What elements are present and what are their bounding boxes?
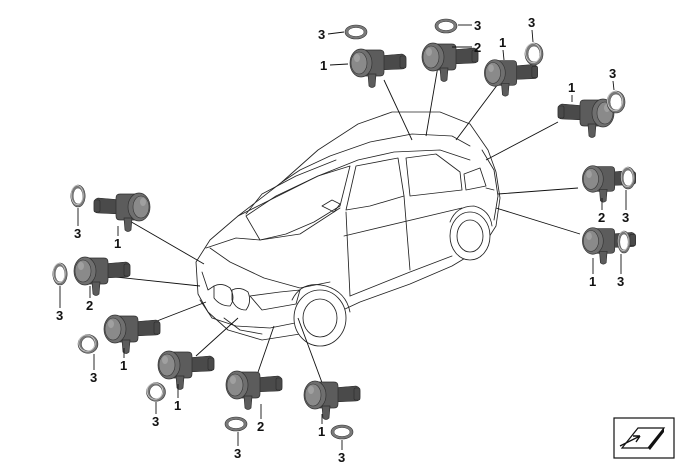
ring-rear-low (617, 230, 631, 254)
callout-label: 1 (174, 398, 181, 413)
callout-label: 3 (234, 446, 241, 461)
callout-label: 3 (74, 226, 81, 241)
callout-label: 3 (318, 27, 325, 42)
ring-top-center (434, 18, 458, 34)
sensor-top-right (483, 59, 539, 97)
callout-label: 2 (257, 419, 264, 434)
sensor-front-left-mid (73, 256, 131, 296)
callout-label: 3 (528, 15, 535, 30)
ring-rear-upper (606, 90, 626, 114)
callout-label: 1 (568, 80, 575, 95)
callout-label: 3 (90, 370, 97, 385)
callout-label: 3 (609, 66, 616, 81)
ring-top-left (344, 24, 368, 40)
sensor-front-center-left (157, 350, 215, 390)
sensor-top-left (349, 48, 407, 88)
ring-front-center-left (146, 382, 166, 402)
callout-labels: 3 1 3 2 1 3 1 3 2 3 1 3 3 1 2 3 1 3 (56, 15, 629, 462)
ring-front-right (330, 424, 354, 440)
callout-label: 3 (622, 210, 629, 225)
callout-label: 2 (598, 210, 605, 225)
sensor-top-center (421, 42, 479, 82)
sensor-front-left-upper (93, 192, 151, 232)
car-outline (195, 111, 501, 347)
callout-label: 3 (152, 414, 159, 429)
ring-front-left-upper (70, 184, 86, 208)
leader-lines (105, 65, 581, 389)
callout-label: 1 (120, 358, 127, 373)
ring-front-left-mid (52, 262, 68, 286)
callout-label: 3 (56, 308, 63, 323)
callout-label: 3 (617, 274, 624, 289)
callout-label: 1 (318, 424, 325, 439)
callout-label: 3 (338, 450, 345, 462)
ring-front-center (224, 416, 248, 432)
callout-label: 2 (86, 298, 93, 313)
callout-label: 1 (114, 236, 121, 251)
sensor-front-center (225, 370, 283, 410)
callout-label: 2 (474, 40, 481, 55)
callout-label: 1 (320, 58, 327, 73)
ring-top-right (524, 42, 544, 66)
sensor-front-right (303, 380, 361, 420)
sensor-rear-upper (557, 98, 615, 138)
ring-front-left-low (77, 334, 99, 354)
ring-rear-mid (620, 166, 636, 190)
view-orientation-icon[interactable] (613, 417, 675, 459)
callout-label: 1 (499, 35, 506, 50)
callout-label: 3 (474, 18, 481, 33)
sensor-front-left-low (103, 314, 161, 354)
callout-label: 1 (589, 274, 596, 289)
